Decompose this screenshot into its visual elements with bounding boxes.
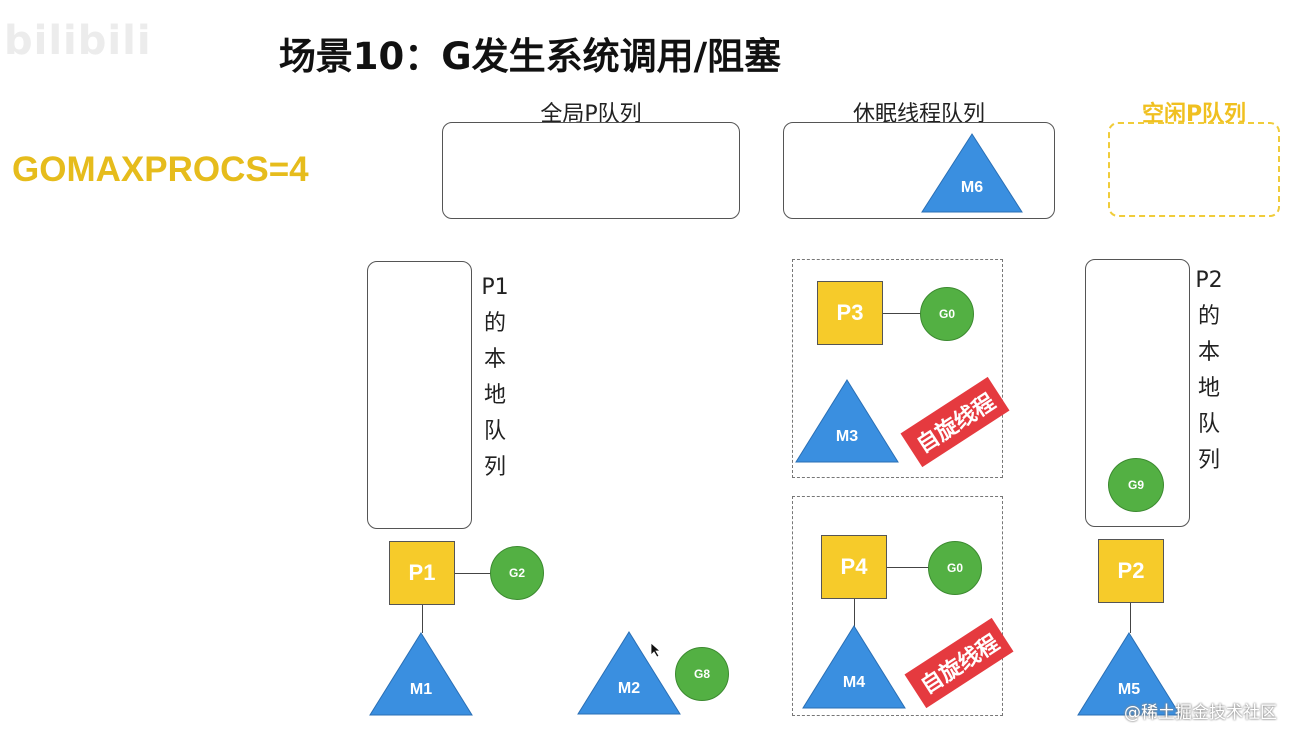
gomaxprocs-label: GOMAXPROCS=4 [12,150,309,189]
bilibili-watermark: bilibili [4,18,152,64]
p2-processor: P2 [1098,539,1164,603]
p1-processor: P1 [389,541,455,605]
source-watermark: @稀土掘金技术社区 [1124,703,1277,723]
p3-processor: P3 [817,281,883,345]
m6-thread: M6 [921,133,1023,213]
m2-label: M2 [618,680,640,697]
p1-local-queue-label: P1 的 本 地 队 列 [481,275,509,480]
spinning-group-p3 [792,259,1003,478]
p4-g0-link [887,567,929,568]
m4-thread: M4 [802,625,906,709]
p4-m4-link [854,599,855,627]
p1-g2-link [455,573,491,574]
m6-label: M6 [961,179,983,196]
m4-label: M4 [843,674,865,691]
g2-goroutine: G2 [490,546,544,600]
diagram-title: 场景10：G发生系统调用/阻塞 [278,35,782,78]
m5-label: M5 [1118,681,1140,698]
p1-m1-link [422,605,423,633]
mouse-cursor-icon [650,642,662,658]
m3-label: M3 [836,428,858,445]
g8-goroutine: G8 [675,647,729,701]
p2-m5-link [1130,603,1131,633]
g0-goroutine-p4: G0 [928,541,982,595]
global-queue-box [442,122,740,219]
idle-p-queue-box [1108,122,1280,217]
p4-processor: P4 [821,535,887,599]
spinning-group-p4 [792,496,1003,716]
m3-thread: M3 [795,379,899,463]
m1-label: M1 [410,681,432,698]
m5-thread: M5 [1077,632,1181,716]
g9-goroutine: G9 [1108,458,1164,512]
m1-thread: M1 [369,632,473,716]
m2-thread: M2 [577,631,681,715]
p2-local-queue-label: P2 的 本 地 队 列 [1195,268,1223,473]
p1-local-queue-box [367,261,472,529]
g0-goroutine-p3: G0 [920,287,974,341]
p3-g0-link [883,313,921,314]
